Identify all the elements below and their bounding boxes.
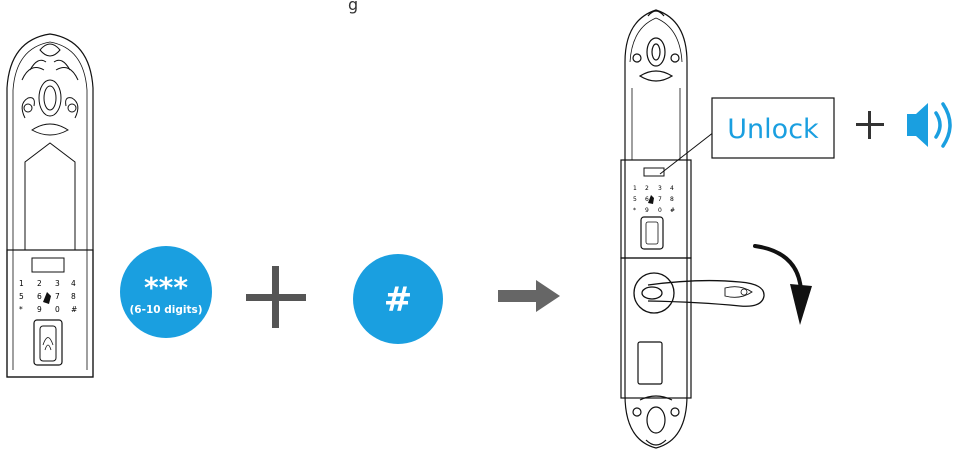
key: 9 <box>645 207 649 214</box>
left-display <box>31 257 65 273</box>
key: 7 <box>658 196 662 203</box>
key: 6 <box>37 292 42 301</box>
finger-icon <box>43 292 51 304</box>
right-display <box>643 167 665 177</box>
plus-icon <box>246 266 306 328</box>
key: 2 <box>645 185 649 192</box>
unlock-callout: Unlock <box>711 97 835 159</box>
key: # <box>71 305 77 314</box>
key: 9 <box>37 305 42 314</box>
code-note: (6-10 digits) <box>129 304 202 316</box>
key: 5 <box>633 196 637 203</box>
key: 6 <box>645 196 649 203</box>
arrow-right-icon <box>498 280 560 312</box>
key: 2 <box>37 279 42 288</box>
right-lock-body <box>620 9 692 449</box>
hash-circle: # <box>353 254 443 344</box>
left-ornament <box>21 43 79 136</box>
key: 1 <box>19 279 24 288</box>
key: # <box>670 207 675 214</box>
code-symbol: *** <box>144 271 188 304</box>
rotate-arrow-icon <box>753 244 812 325</box>
speaker-icon <box>907 102 952 148</box>
key: 3 <box>658 185 662 192</box>
left-fingerprint-reader <box>33 319 63 366</box>
key: 3 <box>55 279 60 288</box>
top-partial-text: g <box>348 0 358 14</box>
callout-line <box>659 131 715 175</box>
left-window <box>24 142 76 250</box>
code-circle: *** (6-10 digits) <box>120 246 212 338</box>
key: 4 <box>71 279 76 288</box>
key: 4 <box>670 185 674 192</box>
key: 5 <box>19 292 24 301</box>
key: 1 <box>633 185 637 192</box>
key: * <box>19 305 23 314</box>
left-lock-panel <box>6 33 94 378</box>
right-keypad: 1 2 3 4 5 6 7 8 * 9 0 # <box>633 185 675 214</box>
key: 0 <box>55 305 60 314</box>
right-fingerprint-reader <box>640 216 664 250</box>
key: 0 <box>658 207 662 214</box>
finger-icon <box>648 195 654 204</box>
key-cylinder <box>637 341 663 385</box>
left-keypad: 1 2 3 4 5 6 7 8 * 9 0 # <box>19 279 77 314</box>
plus-icon <box>856 111 884 139</box>
unlock-label: Unlock <box>727 114 819 145</box>
key: 8 <box>670 196 674 203</box>
hash-key: # <box>384 280 413 320</box>
key: 8 <box>71 292 76 301</box>
key: * <box>633 207 636 214</box>
left-keypad-housing <box>6 249 94 378</box>
key: 7 <box>55 292 60 301</box>
door-handle <box>633 272 765 314</box>
